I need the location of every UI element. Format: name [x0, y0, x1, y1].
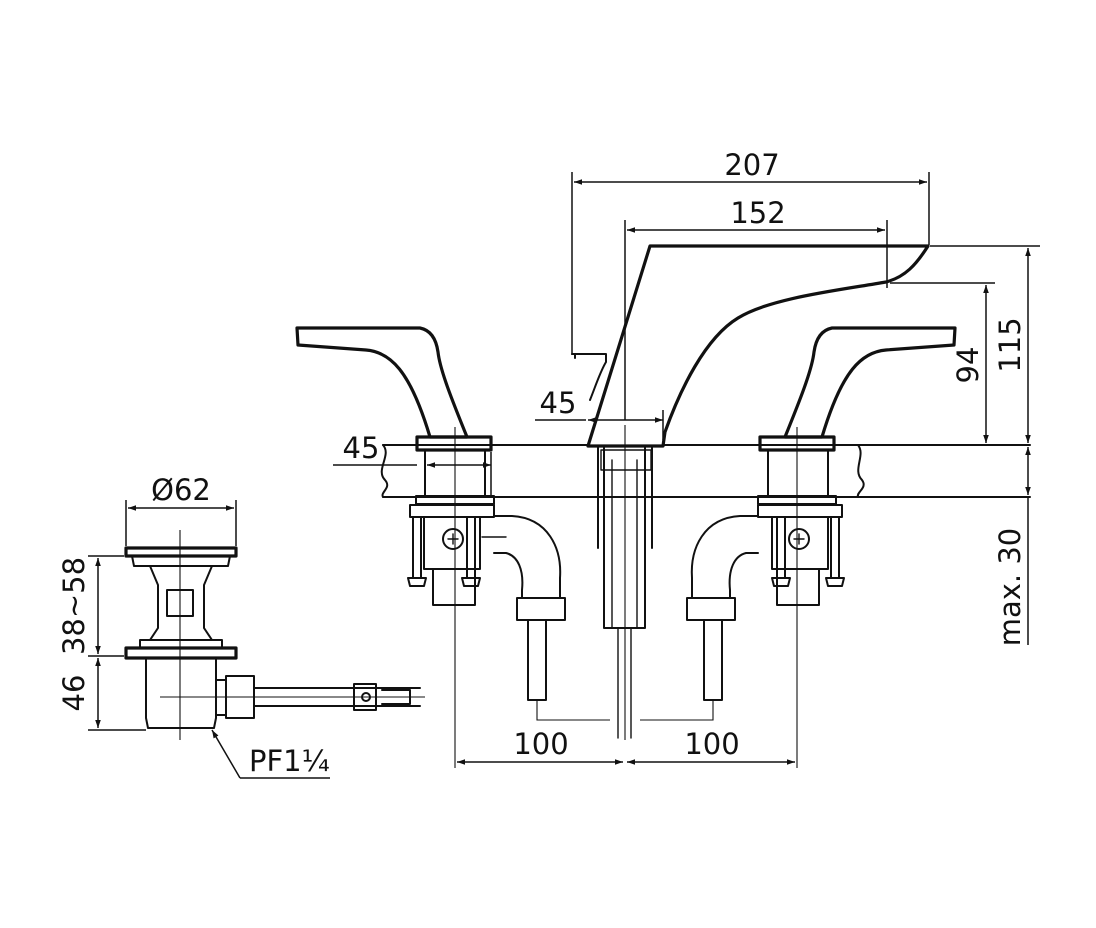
right-handle-valve	[686, 326, 957, 768]
left-handle-valve	[295, 326, 566, 768]
dim-right-centre: 100	[684, 727, 739, 761]
pop-up-drain	[124, 530, 425, 740]
dim-overall-height: 115	[993, 317, 1027, 372]
dim-outlet-height: 94	[951, 347, 985, 384]
dim-spout-base: 45	[540, 386, 577, 420]
dim-spout-projection: 152	[730, 196, 785, 230]
dim-drain-thread: PF1¼	[249, 744, 330, 778]
dim-handle-base: 45	[343, 431, 380, 465]
dim-max-deck: max. 30	[993, 528, 1027, 647]
dim-overall-length: 207	[724, 148, 779, 182]
spout	[571, 244, 930, 740]
dim-left-centre: 100	[513, 727, 568, 761]
dim-drain-height: 46	[57, 675, 91, 712]
dim-drain-adjust: 38~58	[57, 557, 91, 655]
dim-drain-diameter: Ø62	[151, 473, 211, 507]
dimension-lines	[88, 172, 1040, 779]
deck-counter	[380, 444, 1031, 498]
